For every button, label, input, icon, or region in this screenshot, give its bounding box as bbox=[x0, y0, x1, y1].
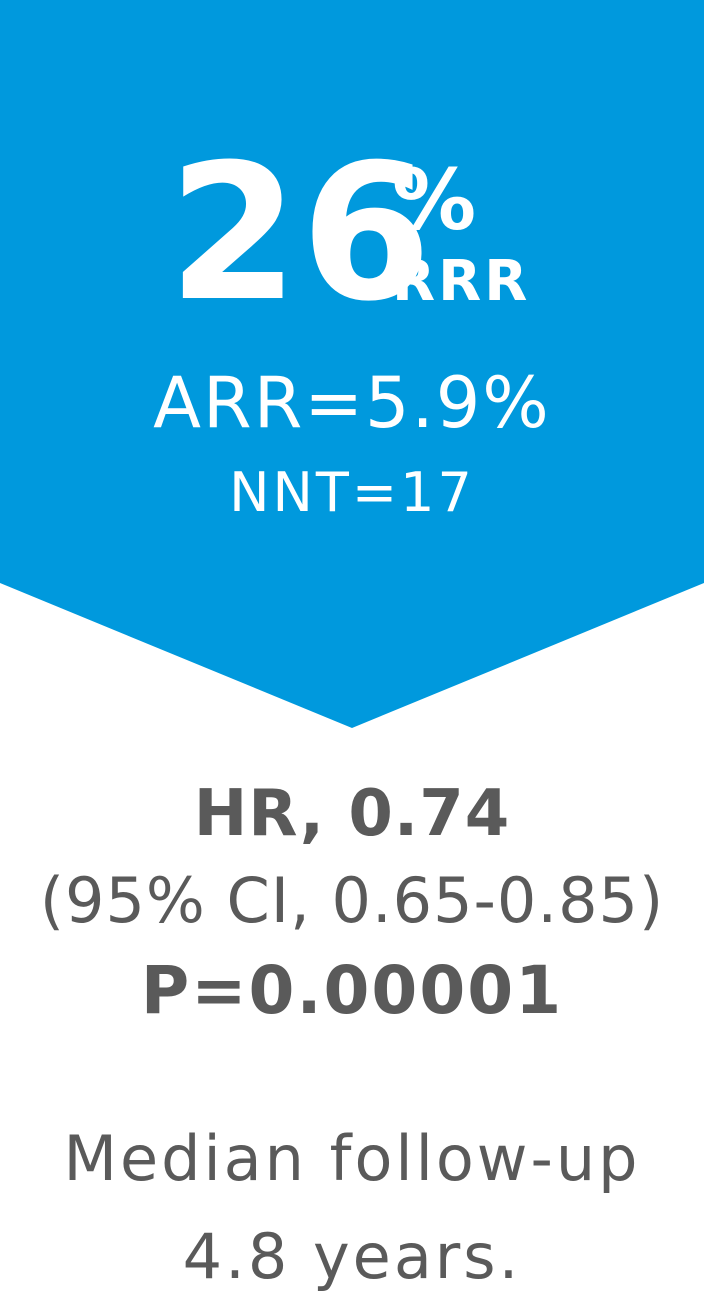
hazard-ratio: HR, 0.74 bbox=[193, 777, 511, 851]
rrr-percent-sign: % bbox=[392, 151, 477, 249]
rrr-banner: 26 % RRR ARR=5.9% NNT=17 bbox=[0, 0, 704, 728]
followup-label: Median follow-up bbox=[63, 1122, 641, 1195]
nnt-value: NNT=17 bbox=[229, 461, 475, 524]
confidence-interval: (95% CI, 0.65-0.85) bbox=[39, 864, 665, 937]
followup-duration: 4.8 years. bbox=[182, 1220, 522, 1293]
rrr-label: RRR bbox=[392, 249, 531, 314]
arr-value: ARR=5.9% bbox=[153, 362, 551, 444]
rrr-value: 26 bbox=[168, 124, 434, 343]
banner-chevron-shape bbox=[0, 0, 704, 728]
p-value: P=0.00001 bbox=[140, 952, 564, 1029]
